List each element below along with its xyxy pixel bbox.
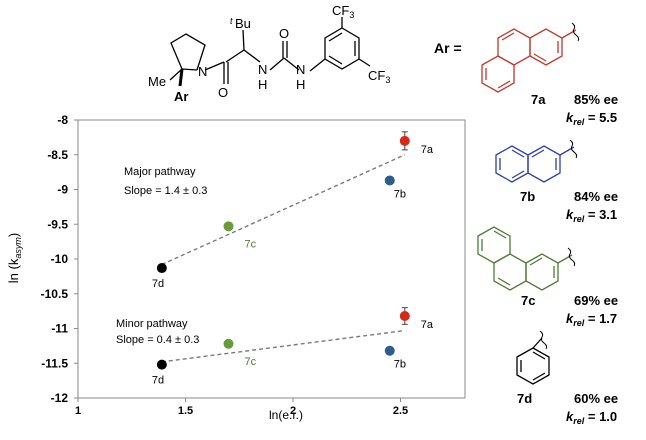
aryl-label: Ar <box>174 89 188 104</box>
y-axis-label: ln (kasym) <box>6 233 23 283</box>
squiggle-7d <box>539 330 548 350</box>
trendline-major <box>161 154 406 266</box>
compound-id-7b: 7b <box>520 189 535 204</box>
substituent-7a-text: 7a 85% ee krel = 5.5 <box>531 92 618 127</box>
series-layer: 7a 7b 7c 7d 7a 7b 7c 7d <box>152 131 434 387</box>
krel-7a: krel = 5.5 <box>566 110 617 127</box>
plot-frame <box>77 119 466 399</box>
urea-h1: H <box>258 77 267 92</box>
major-pathway-label: Major pathway <box>124 166 196 178</box>
krel-7c: krel = 1.7 <box>566 311 617 328</box>
squiggle-7c <box>567 247 576 267</box>
y-tick-label: -10 <box>51 252 69 266</box>
ee-7a: 85% ee <box>574 92 618 107</box>
plot-area: -8 -8.5 -9 -9.5 -10 -10.5 -11 -11.5 -12 1 1.5 2 2.5… <box>6 113 466 422</box>
tbu-sup: t <box>230 16 233 26</box>
compound-id-7c: 7c <box>521 293 535 308</box>
substituent-7b-text: 7b 84% ee krel = 3.1 <box>520 189 618 224</box>
data-point-7b <box>384 175 395 186</box>
krel-7b: krel = 3.1 <box>566 207 617 224</box>
structure-7d <box>516 337 550 385</box>
structure-7c <box>477 226 573 291</box>
catalyst-structure <box>169 17 371 87</box>
x-tick-label: 1 <box>75 405 81 417</box>
catalyst-labels: Me Ar N t Bu O O N H N H CF3 CF3 <box>148 3 390 104</box>
y-tick-label: -9 <box>57 183 68 197</box>
pyrrolidine-nitrogen: N <box>198 64 207 79</box>
ar-equals-label: Ar = <box>434 40 462 56</box>
x-axis-label: ln(e.r.) <box>269 408 303 422</box>
compound-id-7a: 7a <box>531 92 546 107</box>
data-label-7a: 7a <box>421 144 434 156</box>
minor-slope-label: Slope = 0.4 ± 0.3 <box>116 334 199 346</box>
y-tick-label: -12 <box>51 391 69 405</box>
data-label-7d: 7d <box>152 375 164 387</box>
data-point-7a <box>399 310 410 321</box>
data-point-7d <box>156 263 167 274</box>
data-point-7a <box>399 135 410 146</box>
y-tick-label: -11.5 <box>41 356 68 370</box>
urea-h2: H <box>296 77 305 92</box>
data-label-7a: 7a <box>421 319 434 331</box>
y-tick-label: -9.5 <box>47 217 68 231</box>
data-point-7d <box>156 359 167 370</box>
methyl-label: Me <box>148 74 166 89</box>
x-tick-label: 2 <box>290 405 296 417</box>
data-label-7b: 7b <box>394 188 406 200</box>
squiggle-7a <box>571 22 580 42</box>
urea-oxygen: O <box>279 26 289 41</box>
x-axis-ticks: 1 1.5 2 2.5 <box>75 398 408 417</box>
data-point-7c <box>223 221 234 232</box>
cf3-top: CF3 <box>332 3 354 20</box>
y-tick-label: -10.5 <box>41 287 69 301</box>
data-label-7d: 7d <box>152 278 164 290</box>
structure-7a <box>481 28 577 93</box>
minor-pathway-label: Minor pathway <box>116 318 188 330</box>
substituent-7d-text: 7d 60% ee krel = 1.0 <box>517 391 618 426</box>
y-tick-label: -8.5 <box>47 148 68 162</box>
data-label-7c: 7c <box>245 238 257 250</box>
urea-n2: N <box>296 62 305 77</box>
substituent-7c-text: 7c 69% ee krel = 1.7 <box>521 293 618 328</box>
y-axis-ticks: -8 -8.5 -9 -9.5 -10 -10.5 -11 -11.5 -12 <box>41 113 78 405</box>
compound-id-7d: 7d <box>517 391 532 406</box>
cf3-right: CF3 <box>368 68 390 85</box>
trendline-minor <box>161 329 405 363</box>
data-point-7c <box>223 338 234 349</box>
structure-7b <box>495 145 575 183</box>
squiggle-7b <box>569 139 578 159</box>
data-label-7c: 7c <box>245 356 257 368</box>
x-tick-label: 2.5 <box>393 405 408 417</box>
x-tick-label: 1.5 <box>178 405 193 417</box>
ee-7d: 60% ee <box>574 391 618 406</box>
y-tick-label: -8 <box>57 113 68 127</box>
data-label-7b: 7b <box>394 359 406 371</box>
ee-7b: 84% ee <box>574 189 618 204</box>
major-slope-label: Slope = 1.4 ± 0.3 <box>124 185 207 197</box>
tbu-label: Bu <box>235 16 251 31</box>
amide-oxygen: O <box>218 85 228 100</box>
y-tick-label: -11 <box>51 322 68 336</box>
urea-n1: N <box>258 62 267 77</box>
krel-7d: krel = 1.0 <box>566 409 617 426</box>
data-point-7b <box>384 345 395 356</box>
ee-7c: 69% ee <box>574 293 618 308</box>
